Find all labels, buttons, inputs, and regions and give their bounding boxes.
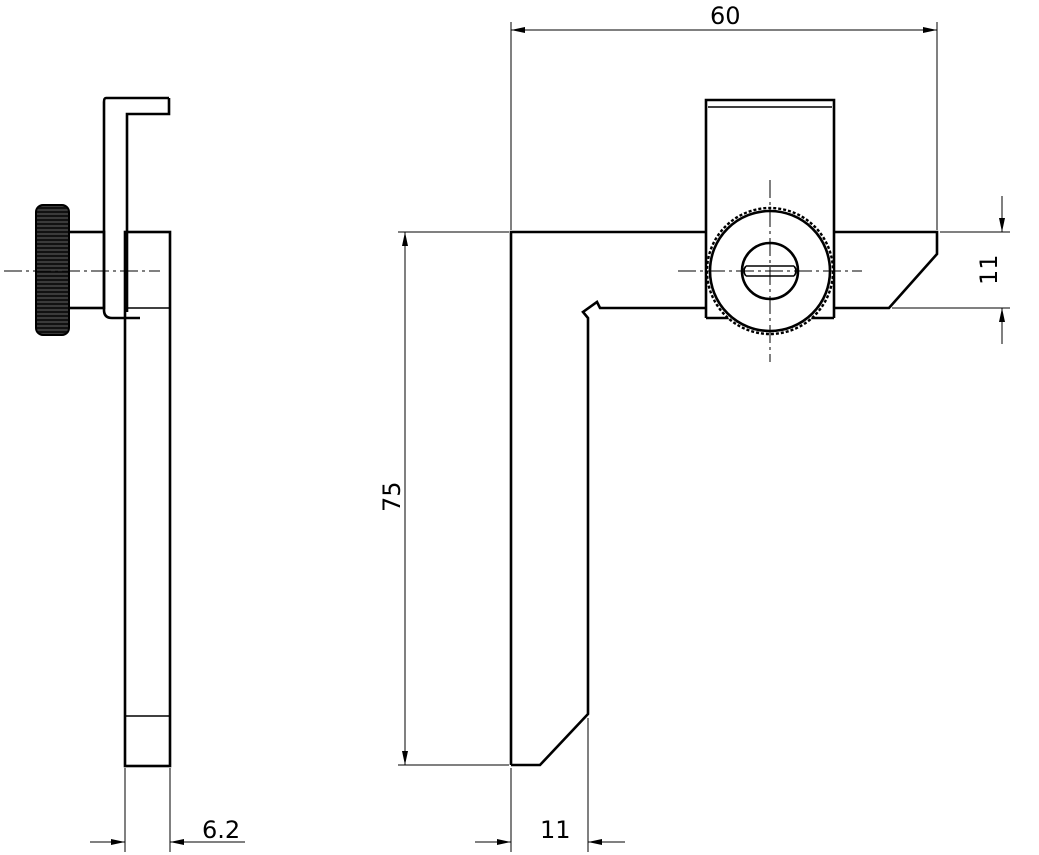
side-hook — [102, 96, 171, 320]
dimension-arm-height-label: 11 — [975, 254, 1003, 285]
dimension-overall-width-label: 60 — [710, 2, 741, 30]
front-view: 60 75 11 11 — [378, 2, 1010, 852]
l-bracket-outline — [509, 230, 939, 767]
dimension-arm-height: 11 — [892, 196, 1010, 344]
dimension-overall-height-label: 75 — [378, 481, 406, 512]
dimension-leg-width-label: 11 — [540, 816, 571, 844]
side-bar — [123, 230, 172, 768]
knurled-knob — [35, 204, 70, 336]
dimension-overall-height: 75 — [378, 231, 509, 766]
dimension-thickness-label: 6.2 — [202, 816, 240, 844]
dimension-thickness: 6.2 — [90, 768, 245, 852]
dimension-overall-width: 60 — [510, 2, 938, 230]
side-view: 6.2 — [4, 96, 245, 852]
side-screw-shaft — [66, 230, 106, 310]
dimension-leg-width: 11 — [475, 718, 625, 852]
